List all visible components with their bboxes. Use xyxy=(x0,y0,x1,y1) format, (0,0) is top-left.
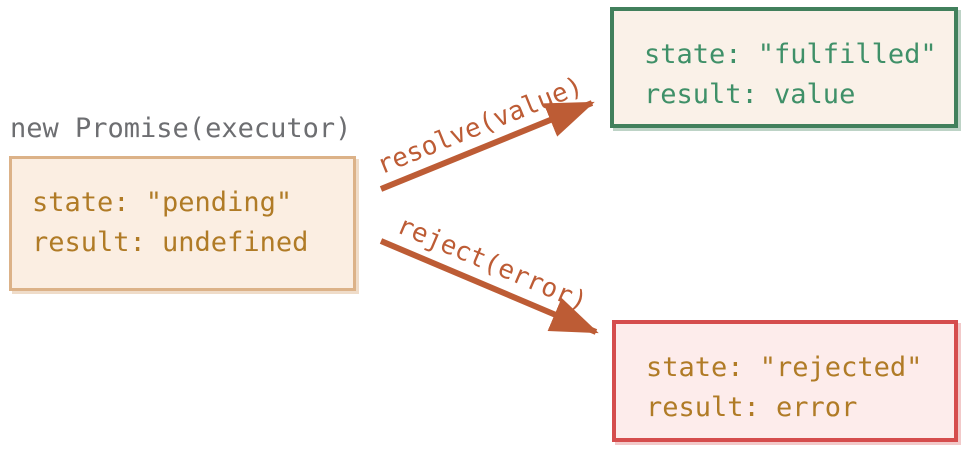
resolve-arrow xyxy=(379,100,595,192)
promise-constructor-label: new Promise(executor) xyxy=(10,113,352,144)
fulfilled-result-line: result: value xyxy=(644,79,856,110)
reject-arrow xyxy=(379,238,599,335)
pending-result-line: result: undefined xyxy=(32,227,309,258)
fulfilled-state-line: state: "fulfilled" xyxy=(644,39,937,70)
pending-state-line: state: "pending" xyxy=(32,187,293,218)
rejected-result-line: result: error xyxy=(646,392,858,423)
fulfilled-state-box: state: "fulfilled" result: value xyxy=(610,7,958,128)
pending-state-box: state: "pending" result: undefined xyxy=(9,156,356,291)
rejected-state-line: state: "rejected" xyxy=(646,352,923,383)
rejected-state-box: state: "rejected" result: error xyxy=(612,320,958,442)
